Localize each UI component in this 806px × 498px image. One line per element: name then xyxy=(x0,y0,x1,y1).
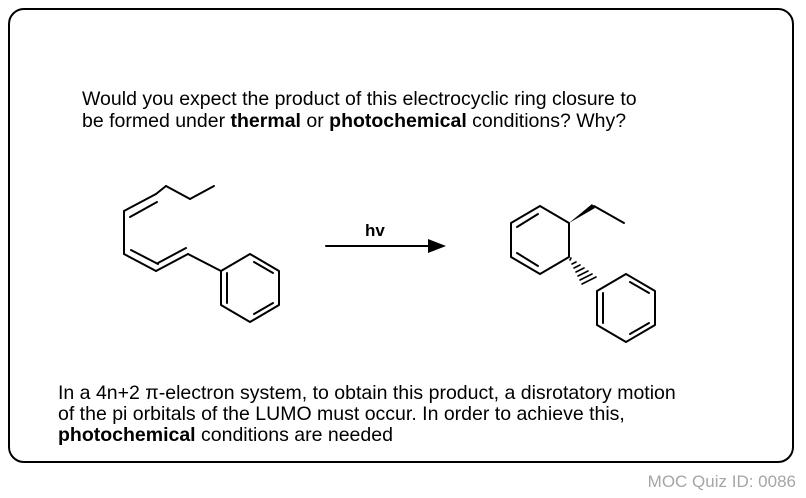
answer-photochemical-keyword: photochemical xyxy=(58,424,196,446)
question-line-1: Would you expect the product of this ele… xyxy=(82,88,637,110)
question-text: Would you expect the product of this ele… xyxy=(82,88,742,132)
quiz-card xyxy=(8,8,794,463)
question-line-2-mid: or xyxy=(300,110,330,132)
question-line-2-suffix: conditions? Why? xyxy=(466,110,627,132)
reaction-arrow xyxy=(325,239,446,253)
answer-line-3-suffix: conditions are needed xyxy=(195,424,393,446)
hashed-bond xyxy=(569,257,597,285)
photochemical-keyword: photochemical xyxy=(329,110,467,132)
question-line-2-prefix: be formed under xyxy=(82,110,231,132)
answer-text: In a 4n+2 π-electron system, to obtain t… xyxy=(58,383,778,446)
product-cyclohexadiene-structure xyxy=(510,204,656,343)
answer-line-1: In a 4n+2 π-electron system, to obtain t… xyxy=(58,382,676,404)
arrow-label: hv xyxy=(365,221,385,240)
reactant-triene-structure xyxy=(123,185,280,323)
quiz-id-label: MOC Quiz ID: 0086 xyxy=(647,472,796,491)
thermal-keyword: thermal xyxy=(230,110,301,132)
answer-line-2: of the pi orbitals of the LUMO must occu… xyxy=(58,403,625,425)
